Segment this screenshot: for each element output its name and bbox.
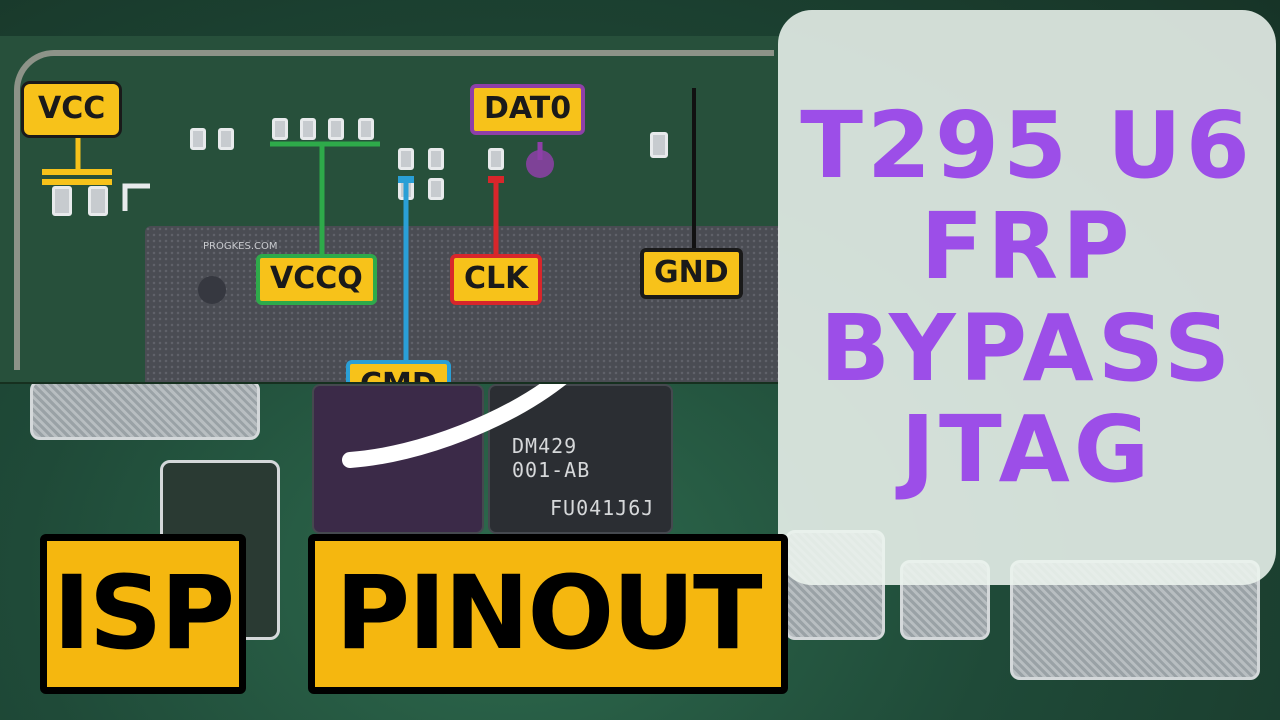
smd-component xyxy=(398,148,414,170)
smd-component xyxy=(88,186,108,216)
smd-component xyxy=(650,132,668,158)
chip-watermark: PROGKES.COM xyxy=(203,241,278,252)
label-gnd: GND xyxy=(640,248,743,299)
smd-component xyxy=(358,118,374,140)
label-clk: CLK xyxy=(450,254,543,305)
pin-connector-lines xyxy=(42,88,696,360)
smd-component xyxy=(272,118,288,140)
label-vccq: VCCQ xyxy=(256,254,377,305)
processor-chip: DM429 001-AB FU041J6J xyxy=(488,384,673,534)
highlight-stroke xyxy=(342,367,573,468)
smd-component xyxy=(428,178,444,200)
smd-component xyxy=(190,128,206,150)
chip-marking-3: FU041J6J xyxy=(550,496,655,520)
pinout-zoom-inset: PROGKES.COM VCC DAT0 VCCQ CLK GND xyxy=(0,36,780,384)
chip-marking-2: 001-AB xyxy=(512,458,591,482)
shield-pad xyxy=(30,380,260,440)
tag-isp: ISP xyxy=(40,534,246,694)
label-vcc: VCC xyxy=(24,84,120,135)
title-bypass: BYPASS xyxy=(819,294,1235,402)
chip-marking-1: DM429 xyxy=(512,434,578,458)
title-model: T295 U6 xyxy=(800,92,1254,200)
emmc-chip xyxy=(145,226,780,382)
smd-component xyxy=(428,148,444,170)
tag-pinout: PINOUT xyxy=(308,534,788,694)
chip-pin1-dot xyxy=(198,276,226,304)
label-cmd: CMD xyxy=(346,360,451,382)
title-card: T295 U6 FRP BYPASS JTAG xyxy=(778,10,1276,585)
label-dat0: DAT0 xyxy=(470,84,586,135)
smd-component xyxy=(328,118,344,140)
title-frp: FRP xyxy=(920,193,1134,301)
smd-component xyxy=(52,186,72,216)
title-jtag: JTAG xyxy=(900,395,1154,503)
board-outline xyxy=(14,50,774,370)
smd-component xyxy=(300,118,316,140)
smd-component xyxy=(488,148,504,170)
smd-component xyxy=(218,128,234,150)
